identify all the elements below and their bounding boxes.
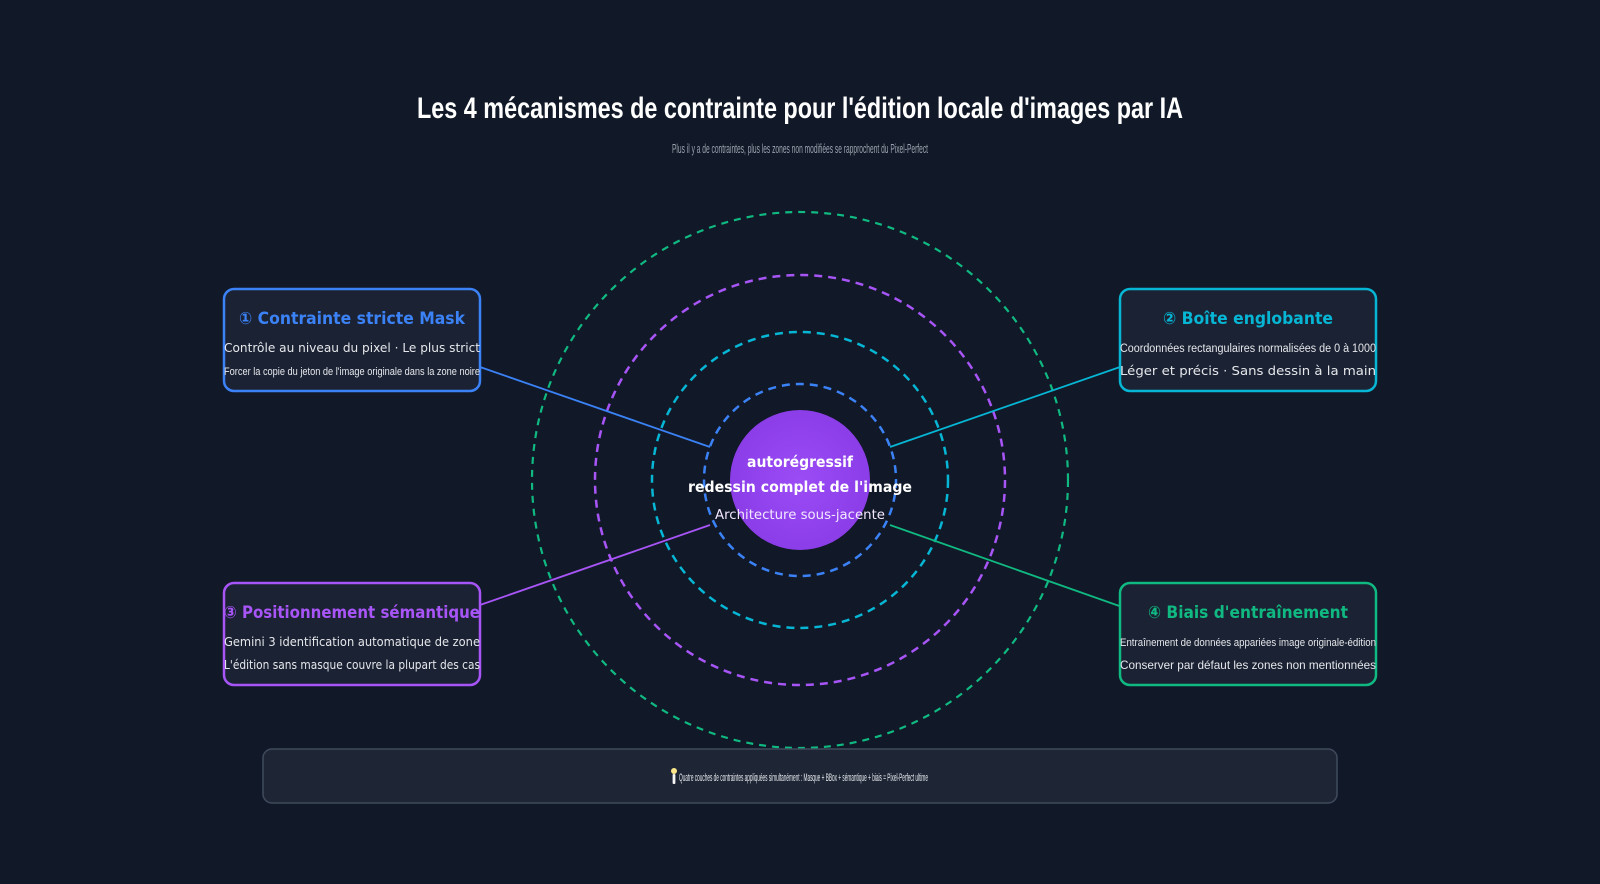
- card-title: ① Contrainte stricte Mask: [239, 309, 466, 329]
- card-line-1: Entraînement de données appariées image …: [1120, 637, 1376, 649]
- lightbulb-icon: [671, 768, 677, 784]
- connector-line-4: [889, 524, 1126, 609]
- card-line-1: Contrôle au niveau du pixel · Le plus st…: [224, 340, 480, 355]
- footer-banner: Quatre couches de contraintes appliquées…: [262, 748, 1338, 804]
- card-line-2: Léger et précis · Sans dessin à la main: [1120, 363, 1376, 378]
- center-node: [730, 410, 870, 550]
- diagram-title: Les 4 mécanismes de contrainte pour l'éd…: [417, 92, 1183, 125]
- ring-outer: [530, 210, 1070, 750]
- ring-2: [650, 330, 950, 630]
- connector-line-1: [479, 366, 711, 448]
- card-line-2: Conserver par défaut les zones non menti…: [1120, 658, 1376, 672]
- connector-line-2: [889, 366, 1121, 448]
- card-line-2: Forcer la copie du jeton de l'image orig…: [224, 366, 480, 378]
- card-line-2: L'édition sans masque couvre la plupart …: [224, 657, 480, 672]
- card-title: ② Boîte englobante: [1163, 309, 1333, 329]
- card-line-1: Gemini 3 identification automatique de z…: [224, 634, 480, 649]
- card-line-1: Coordonnées rectangulaires normalisées d…: [1120, 343, 1376, 355]
- card-bounding-box: ② Boîte englobante Coordonnées rectangul…: [1118, 287, 1378, 393]
- center-line-2: redessin complet de l'image: [688, 478, 912, 496]
- ring-inner: [702, 382, 898, 578]
- connector-line-3: [479, 524, 711, 606]
- diagram-subtitle: Plus il y a de contraintes, plus les zon…: [672, 141, 928, 156]
- center-line-3: Architecture sous-jacente: [715, 508, 885, 523]
- card-training-bias: ④ Biais d'entraînement Entraînement de d…: [1118, 581, 1378, 687]
- card-title: ④ Biais d'entraînement: [1148, 603, 1348, 623]
- ring-3: [593, 273, 1007, 687]
- center-line-1: autorégressif: [747, 453, 853, 471]
- card-mask-constraint: ① Contrainte stricte Mask Contrôle au ni…: [222, 287, 482, 393]
- card-semantic-positioning: ③ Positionnement sémantique Gemini 3 ide…: [222, 581, 482, 687]
- footer-text: Quatre couches de contraintes appliquées…: [679, 772, 928, 784]
- card-title: ③ Positionnement sémantique: [224, 603, 480, 623]
